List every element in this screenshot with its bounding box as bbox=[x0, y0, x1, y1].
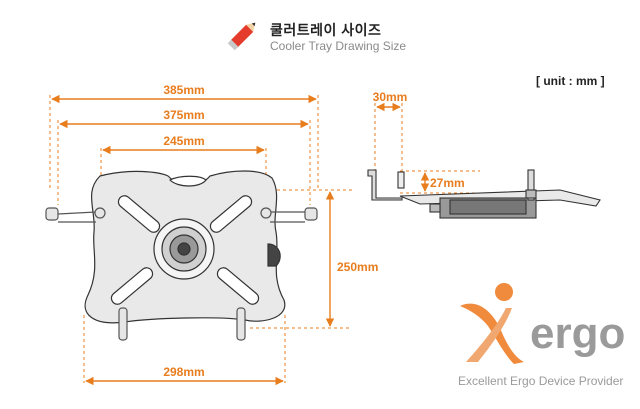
unit-label: [ unit : mm ] bbox=[536, 74, 605, 88]
header: 쿨러트레이 사이즈 Cooler Tray Drawing Size bbox=[224, 14, 484, 58]
page-title: 쿨러트레이 사이즈 bbox=[270, 22, 382, 38]
svg-text:ergo: ergo bbox=[530, 309, 625, 358]
tray-top-view bbox=[84, 170, 286, 324]
dim-245-label: 245mm bbox=[163, 134, 204, 148]
xergo-logo-icon: ergo bbox=[460, 283, 625, 364]
brand-tagline: Excellent Ergo Device Provider bbox=[458, 374, 624, 388]
dim-298-label: 298mm bbox=[163, 365, 204, 379]
dim-250-label: 250mm bbox=[337, 260, 378, 274]
dim-27-label: 27mm bbox=[430, 176, 465, 190]
dim-375-label: 375mm bbox=[163, 108, 204, 122]
tray-side-view bbox=[367, 169, 601, 219]
pencil-icon bbox=[227, 22, 256, 51]
brand: ergo bbox=[448, 278, 638, 374]
dim-30-label: 30mm bbox=[373, 90, 408, 104]
dim-385-label: 385mm bbox=[163, 83, 204, 97]
page-subtitle: Cooler Tray Drawing Size bbox=[270, 39, 407, 53]
